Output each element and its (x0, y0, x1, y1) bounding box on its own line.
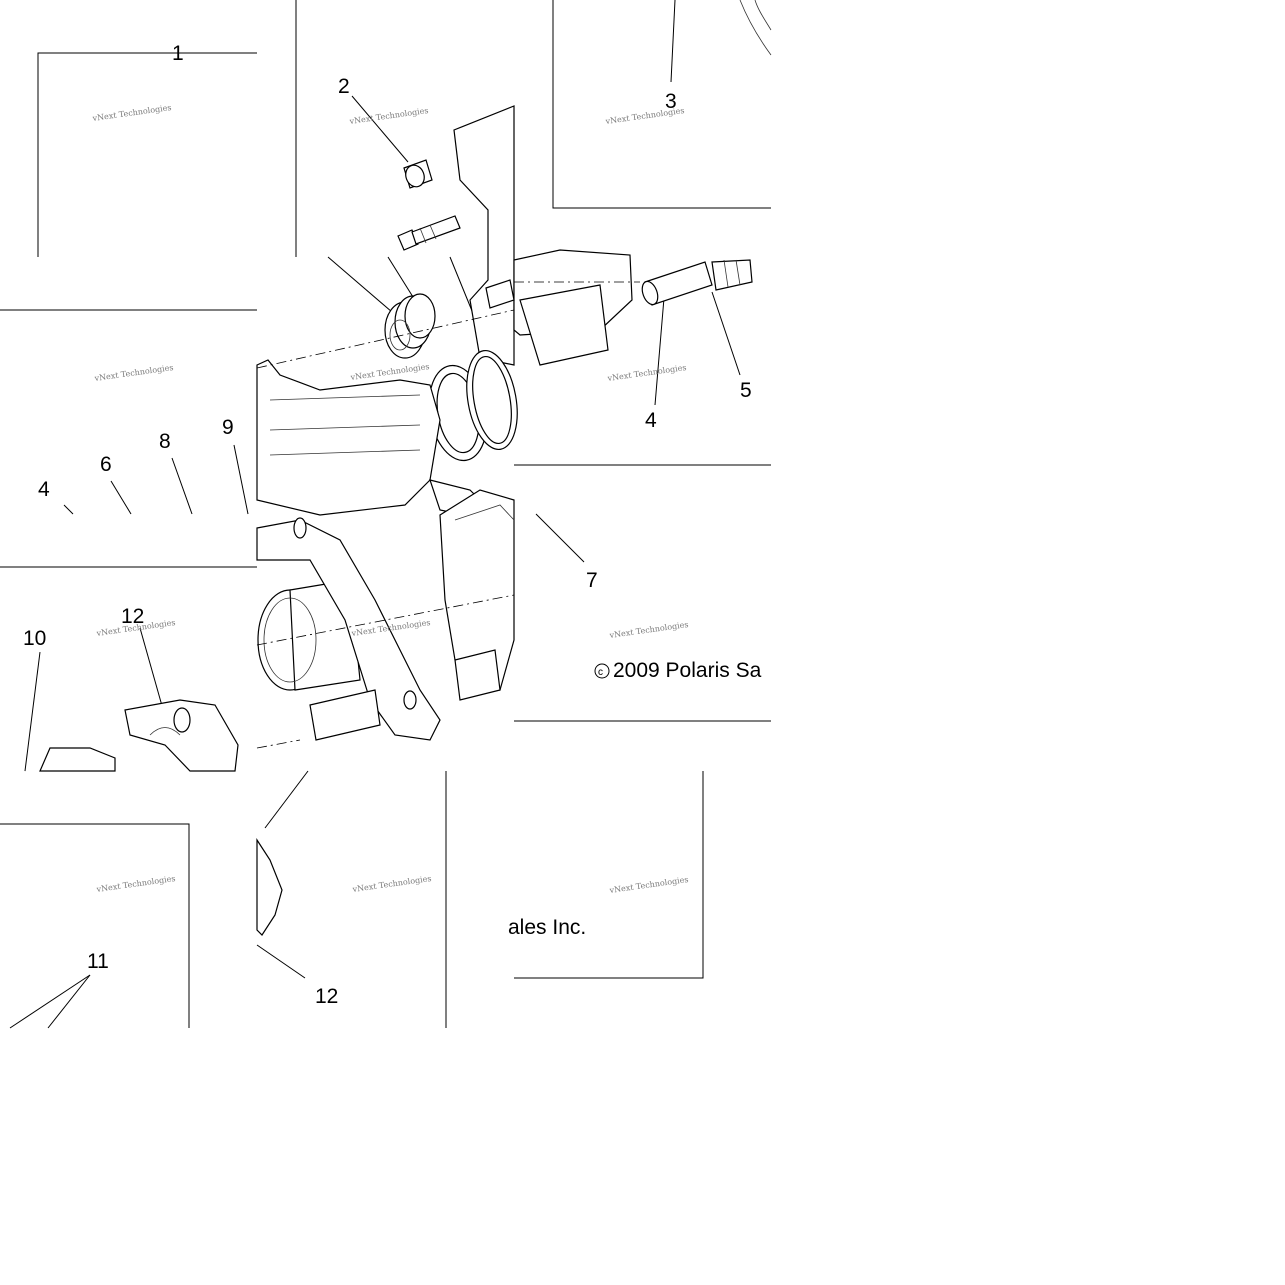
callout-8: 8 (159, 430, 171, 453)
dust-boot (384, 293, 436, 359)
assembly-axes (256, 281, 640, 749)
watermark: vNext Technologies (608, 620, 689, 640)
copyright-text-right: ales Inc. (508, 916, 586, 939)
leader-lines (9, 0, 741, 1029)
brake-pad (439, 489, 515, 701)
tile-frames (0, 0, 771, 1028)
callout-10: 10 (23, 627, 46, 650)
copyright-text-left: 2009 Polaris Sa (613, 659, 762, 682)
watermark: vNext Technologies (91, 103, 172, 123)
bleeder-screw (397, 215, 461, 251)
callouts: 1 2 3 5 4 4 6 8 9 7 10 12 11 12 (23, 42, 752, 1008)
callout-1: 1 (172, 42, 184, 65)
callout-2: 2 (338, 75, 350, 98)
caliper-body-upper (453, 0, 772, 366)
callout-6: 6 (100, 453, 112, 476)
pin-boot (711, 259, 753, 291)
watermark: vNext Technologies (606, 363, 687, 383)
retaining-clip (256, 837, 283, 936)
callout-3: 3 (665, 90, 677, 113)
callout-4: 4 (645, 409, 657, 432)
bleeder-cap (403, 159, 433, 189)
callout-11: 11 (87, 950, 109, 973)
watermark: vNext Technologies (93, 363, 174, 383)
watermark: vNext Technologies (348, 106, 429, 126)
watermark: vNext Technologies (351, 874, 432, 894)
mounting-bracket (256, 517, 441, 741)
callout-5: 5 (740, 379, 752, 402)
copyright-notice: c 2009 Polaris Sa ales Inc. (508, 659, 762, 939)
callout-7: 7 (586, 569, 598, 592)
callout-12-lower: 12 (315, 985, 338, 1008)
watermark: vNext Technologies (608, 875, 689, 895)
watermark: vNext Technologies (349, 362, 430, 382)
caliper-parts (39, 0, 772, 936)
pad-spring (39, 699, 239, 772)
piston-seals (428, 349, 518, 462)
copyright-symbol: c (598, 667, 603, 678)
watermark: vNext Technologies (95, 874, 176, 894)
callout-12: 12 (121, 605, 144, 628)
slide-pin (641, 261, 713, 306)
callout-9: 9 (222, 416, 234, 439)
callout-4-left: 4 (38, 478, 50, 501)
